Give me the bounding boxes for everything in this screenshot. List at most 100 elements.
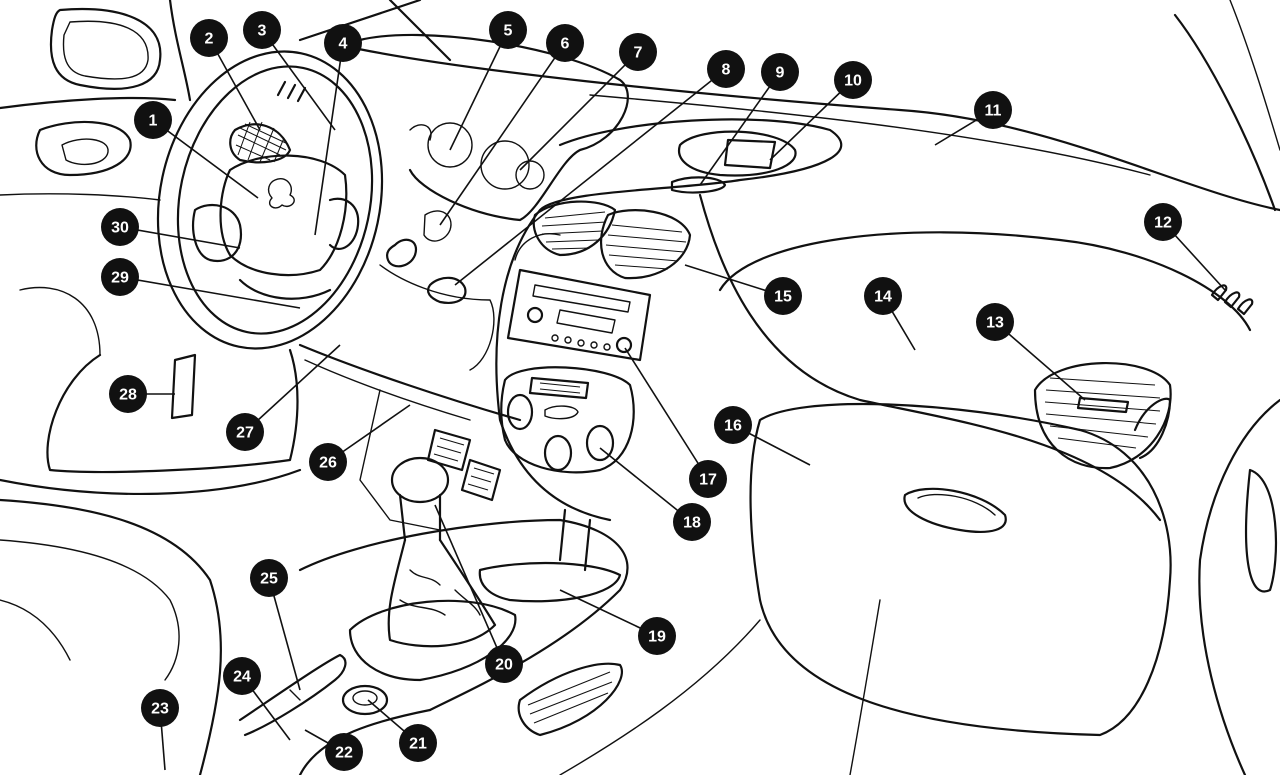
pedal-1-ribs — [433, 437, 465, 462]
console-rear-vent — [517, 662, 623, 737]
gear-boot — [387, 538, 497, 648]
radio-slot — [532, 284, 631, 313]
callout-number: 10 — [844, 73, 862, 90]
callout-27: 27 — [226, 413, 264, 451]
callout-badge — [250, 559, 288, 597]
heater-display-lines — [539, 382, 581, 394]
callout-7: 7 — [619, 33, 657, 71]
heater-knob-center — [543, 434, 573, 472]
callout-15: 15 — [764, 277, 802, 315]
callout-badge — [399, 724, 437, 762]
callout-badge — [190, 19, 228, 57]
console-rear-vent-slats — [527, 671, 613, 724]
ignition — [426, 276, 467, 304]
top-display-housing — [677, 130, 797, 177]
callout-badge — [101, 208, 139, 246]
callout-number: 5 — [504, 23, 513, 40]
callout-badge — [101, 258, 139, 296]
callout-25: 25 — [250, 559, 288, 597]
callout-12: 12 — [1144, 203, 1182, 241]
callout-21: 21 — [399, 724, 437, 762]
callout-badge — [325, 733, 363, 771]
left-knee-panel — [46, 348, 299, 474]
handbrake-grip — [289, 689, 301, 701]
callout-number: 11 — [985, 103, 1002, 120]
callout-number: 25 — [260, 571, 278, 588]
callout-number: 21 — [409, 736, 427, 753]
driver-seat-bolster — [0, 599, 71, 661]
heater-button — [544, 405, 579, 420]
callout-badge — [134, 101, 172, 139]
center-vent-left-slats — [541, 211, 607, 250]
speaker-grille-hatch — [235, 121, 289, 163]
callouts: 1 2 3 4 5 6 7 8 9 10 11 12 13 14 15 16 1… — [101, 11, 1182, 771]
callout-badge — [707, 50, 745, 88]
instrument-binnacle — [358, 33, 629, 222]
gear-surround — [348, 599, 517, 682]
fuse-cover — [170, 353, 197, 420]
callout-badge — [974, 91, 1012, 129]
callout-11: 11 — [974, 91, 1012, 129]
callout-badge — [764, 277, 802, 315]
callout-23: 23 — [141, 689, 179, 727]
pedal-2-ribs — [467, 467, 495, 491]
callout-number: 18 — [683, 515, 701, 532]
callout-badge — [546, 24, 584, 62]
left-lower-panel — [0, 468, 302, 496]
driver-seat-inner — [0, 539, 180, 681]
gauge-1 — [427, 122, 473, 168]
callout-number: 12 — [1154, 215, 1172, 232]
callout-19: 19 — [638, 617, 676, 655]
top-display — [723, 138, 777, 170]
dash-top-edge-2 — [589, 94, 1151, 176]
radio-knob-right — [615, 336, 633, 354]
steering-hub-spoke-right — [328, 197, 360, 250]
left-vent-inner — [61, 138, 109, 166]
heater-knob-right — [585, 424, 615, 462]
steering-bottom-spoke — [238, 278, 332, 300]
callout-number: 15 — [774, 289, 792, 306]
callout-number: 9 — [776, 65, 785, 82]
heater-top-display — [528, 376, 590, 400]
callout-5: 5 — [489, 11, 527, 49]
callout-badge — [714, 406, 752, 444]
steering-wheel-outer — [156, 50, 384, 350]
callout-28: 28 — [109, 375, 147, 413]
center-console-inner — [514, 233, 561, 261]
callout-number: 30 — [111, 220, 129, 237]
top-button — [670, 176, 727, 194]
callout-number: 14 — [874, 289, 892, 306]
callout-number: 22 — [335, 745, 353, 762]
callout-6: 6 — [546, 24, 584, 62]
cigarette-lighter — [341, 684, 389, 716]
right-pillar-2 — [1229, 0, 1280, 151]
center-vent-right-slats — [605, 224, 687, 270]
callout-16: 16 — [714, 406, 752, 444]
callout-number: 17 — [699, 472, 717, 489]
callout-number: 26 — [319, 455, 337, 472]
steering-wheel-hub — [219, 154, 348, 277]
speaker-grille — [229, 123, 292, 164]
callout-17: 17 — [689, 460, 727, 498]
callout-4: 4 — [324, 24, 362, 62]
callout-22: 22 — [325, 733, 363, 771]
callout-badge — [834, 61, 872, 99]
floor-line-2 — [849, 599, 881, 775]
pedal-2 — [460, 458, 502, 502]
callout-8: 8 — [707, 50, 745, 88]
callout-badge — [976, 303, 1014, 341]
callout-badge — [761, 53, 799, 91]
gear-boot-folds — [399, 569, 481, 616]
callout-30: 30 — [101, 208, 139, 246]
dash-top-edge — [338, 43, 1280, 212]
radio-unit — [506, 268, 652, 362]
callout-26: 26 — [309, 443, 347, 481]
callout-20: 20 — [485, 645, 523, 683]
steering-hub-spoke-left — [192, 203, 243, 263]
callout-14: 14 — [864, 277, 902, 315]
wiper-stalk — [386, 238, 418, 268]
left-vent — [35, 120, 132, 177]
a-pillar — [168, 0, 192, 102]
callout-badge — [638, 617, 676, 655]
